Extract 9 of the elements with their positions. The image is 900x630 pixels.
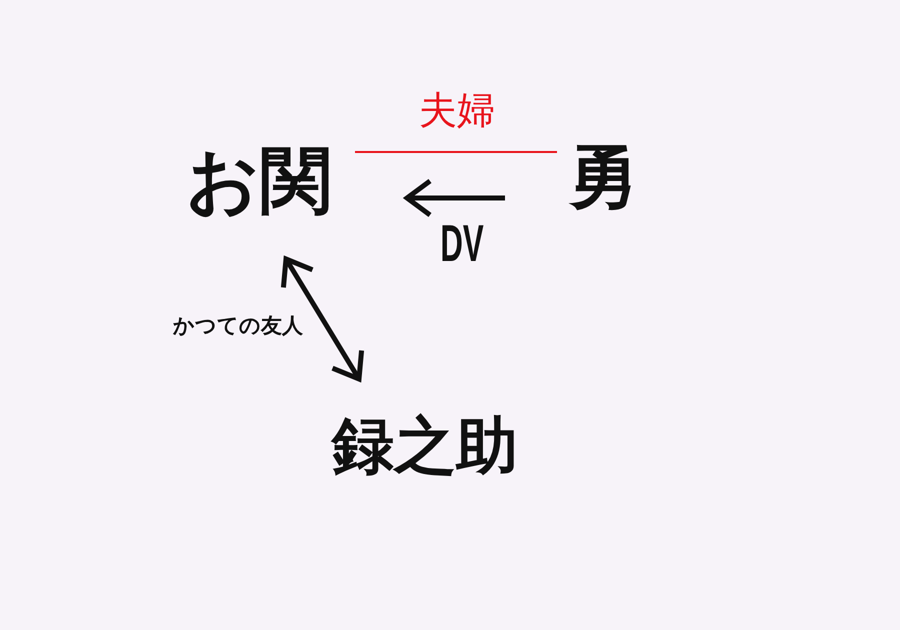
edge-label: かつての友人 <box>173 316 303 336</box>
name-label: 勇 <box>568 141 638 211</box>
name-label: 録之助 <box>332 415 518 477</box>
edge-label: DV <box>440 218 484 270</box>
name-label: お関 <box>186 144 332 216</box>
edge-label: 夫婦 <box>419 91 495 129</box>
connector-line <box>355 151 557 153</box>
double-arrow <box>280 256 364 382</box>
arrow <box>404 178 505 218</box>
